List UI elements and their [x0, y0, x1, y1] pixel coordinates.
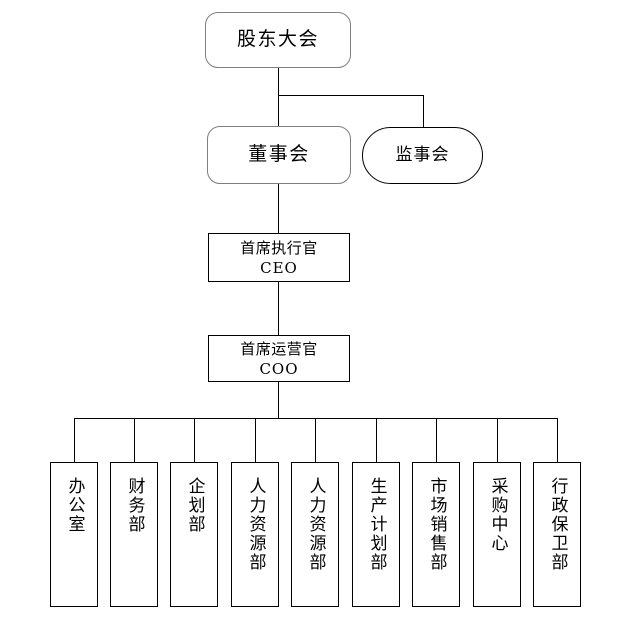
connector-drop-office	[74, 418, 75, 462]
node-label-shareholders-assembly: 股东大会	[236, 28, 319, 51]
connector-drop-marketing-sales	[436, 418, 437, 462]
node-label-ceo-group: 首席执行官 CEO	[240, 238, 318, 277]
node-label-planning: 企划部	[184, 477, 205, 534]
connector-assembly-to-board	[278, 95, 279, 127]
node-label-marketing-sales: 市场销售部	[426, 477, 447, 572]
node-label-office: 办公室	[64, 477, 85, 534]
connector-drop-finance	[134, 418, 135, 462]
connector-assembly-branch-bar	[278, 95, 424, 96]
connector-department-bus-bar	[74, 418, 558, 419]
node-label-hr-1: 人力资源部	[245, 477, 266, 572]
node-board-of-supervisors[interactable]: 监事会	[362, 127, 483, 184]
node-label-coo: 首席运营官	[240, 340, 318, 359]
connector-drop-procurement-center	[497, 418, 498, 462]
connector-drop-production-planning	[376, 418, 377, 462]
node-shareholders-assembly[interactable]: 股东大会	[205, 12, 351, 68]
connector-assembly-to-supervisors	[423, 95, 424, 128]
node-label-administration-security: 行政保卫部	[547, 477, 568, 572]
node-label-production-planning: 生产计划部	[366, 477, 387, 572]
node-hr-1[interactable]: 人力资源部	[231, 462, 279, 607]
connector-drop-administration-security	[557, 418, 558, 462]
connector-coo-stem	[278, 382, 279, 419]
node-label-procurement-center: 采购中心	[487, 477, 508, 553]
connector-drop-hr-1	[255, 418, 256, 462]
node-procurement-center[interactable]: 采购中心	[473, 462, 521, 607]
connector-board-to-ceo	[278, 184, 279, 233]
node-coo[interactable]: 首席运营官 COO	[208, 335, 350, 382]
connector-ceo-to-coo	[278, 282, 279, 335]
node-label-ceo: 首席执行官	[240, 239, 318, 258]
node-ceo[interactable]: 首席执行官 CEO	[208, 233, 350, 282]
node-administration-security[interactable]: 行政保卫部	[533, 462, 581, 607]
node-label-board-of-directors: 董事会	[248, 143, 310, 166]
node-hr-2[interactable]: 人力资源部	[291, 462, 339, 607]
node-board-of-directors[interactable]: 董事会	[207, 126, 351, 184]
node-finance[interactable]: 财务部	[110, 462, 158, 607]
node-label-hr-2: 人力资源部	[305, 477, 326, 572]
node-office[interactable]: 办公室	[50, 462, 98, 607]
node-label-board-of-supervisors: 监事会	[395, 145, 450, 166]
node-sublabel-coo: COO	[259, 359, 299, 378]
node-production-planning[interactable]: 生产计划部	[352, 462, 400, 607]
connector-drop-hr-2	[315, 418, 316, 462]
node-label-coo-group: 首席运营官 COO	[240, 339, 318, 378]
connector-assembly-stem	[278, 68, 279, 96]
connector-drop-planning	[194, 418, 195, 462]
node-sublabel-ceo: CEO	[260, 258, 298, 277]
node-marketing-sales[interactable]: 市场销售部	[412, 462, 460, 607]
node-planning[interactable]: 企划部	[170, 462, 218, 607]
node-label-finance: 财务部	[124, 477, 145, 534]
